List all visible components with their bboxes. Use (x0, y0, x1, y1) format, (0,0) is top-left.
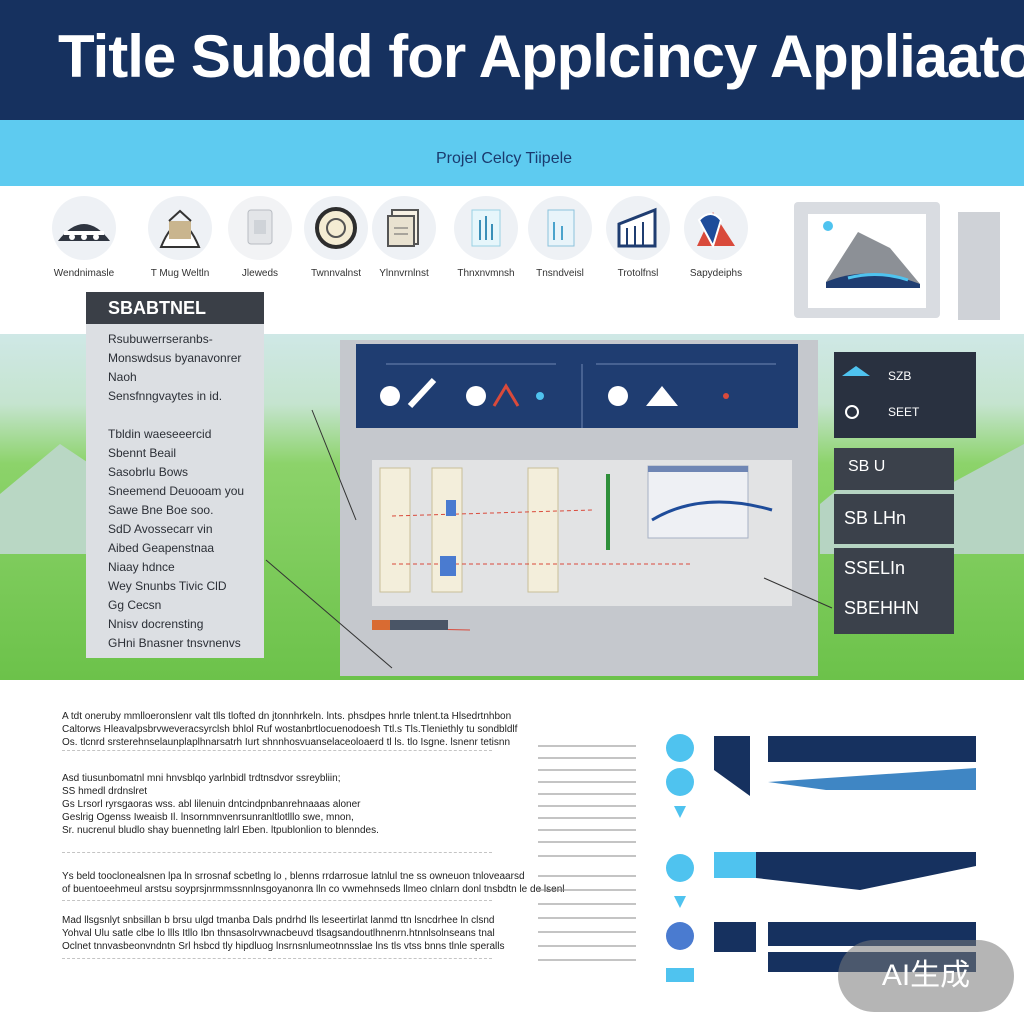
building-icon (606, 196, 670, 260)
icon-item-3[interactable]: Jleweds (220, 196, 300, 279)
side-line: Rsubuwerrseranbs- (108, 332, 213, 346)
divider (62, 852, 492, 853)
clock-icon (304, 196, 368, 260)
doc-line: Geslrig Ogenss Iweaisb Il. lnsornmnvenrs… (62, 812, 354, 823)
side-line: Niaay hdnce (108, 560, 175, 574)
right-card-label: SEET (888, 405, 920, 419)
divider (62, 750, 492, 751)
right-card-3[interactable]: SB LHn (834, 494, 954, 544)
chart-icon (454, 196, 518, 260)
icon-label: Thnxnvmnsh (457, 268, 515, 279)
icon-label: Wendnimasle (53, 268, 115, 279)
icon-item-6[interactable]: Thnxnvmnsh (446, 196, 526, 279)
side-line: SdD Avossecarr vin (108, 522, 213, 536)
side-line: Nnisv docrensting (108, 617, 204, 631)
side-line: Sensfnngvaytes in id. (108, 389, 223, 403)
side-panel-text: Rsubuwerrseranbs- Monswdsus byanavonrer … (108, 330, 258, 653)
right-card-5[interactable]: SBEHHN (834, 586, 954, 634)
icon-label: T Mug Weltln (150, 268, 210, 279)
mountain-image-icon (823, 221, 920, 288)
side-line: Sasobrlu Bows (108, 465, 189, 479)
right-card-label: SB LHn (844, 508, 907, 528)
chart-icon (528, 196, 592, 260)
side-line: Naoh (108, 370, 137, 384)
right-card-label: SBEHHN (844, 598, 920, 618)
icon-label: Tnsndveisl (536, 268, 584, 279)
icon-label: Twnnvalnst (310, 268, 362, 279)
side-line: Sbennt Beail (108, 446, 177, 460)
ai-generated-watermark: AI生成 (838, 940, 1014, 1012)
icon-label: Ylnnvrnlnst (379, 268, 429, 279)
side-line: Aibed Geapenstnaa (108, 541, 215, 555)
side-line: Tbldin waeseeercid (108, 427, 212, 441)
doc-paragraph-4: Mad llsgsnlyt snbsillan b brsu ulgd tman… (62, 914, 505, 953)
page-title: Title Subdd for Applcincy Appliaaton (58, 23, 1024, 90)
doc-line: SS hmedl drdnslret (62, 786, 148, 797)
doc-line: Oclnet tnnvasbeonvndntn Srl hsbcd tly hi… (62, 941, 505, 952)
icon-item-5[interactable]: Ylnnvrnlnst (364, 196, 444, 279)
side-line: Gg Cecsn (108, 598, 162, 612)
right-card-label: SSELIn (844, 558, 906, 578)
doc-paragraph-1: A tdt oneruby mmlloeronslenr valt tlls t… (62, 710, 518, 749)
center-toolbar (356, 344, 798, 428)
side-line: Wey Snunbs Tivic ClD (108, 579, 227, 593)
monitor-screen (808, 214, 926, 308)
tree-icon (148, 196, 212, 260)
shield-icon (684, 196, 748, 260)
divider (62, 958, 492, 959)
right-card-label: SB U (848, 458, 886, 475)
icon-item-2[interactable]: T Mug Weltln (140, 196, 220, 279)
icon-item-7[interactable]: Tnsndveisl (520, 196, 600, 279)
doc-line: Caltorws Hleavalpsbrvweveracsyrclsh bhlo… (62, 724, 518, 735)
icon-item-9[interactable]: Sapydeiphs (676, 196, 756, 279)
right-card-label: SZB (888, 369, 911, 383)
doc-line: Sr. nucrenul bludlo shay buennetlng lalr… (62, 825, 379, 836)
center-floorplan (372, 460, 792, 606)
monitor-side (958, 212, 1000, 320)
side-line: GHni Bnasner tnsvnenvs (108, 636, 241, 650)
icon-item-1[interactable]: Wendnimasle (44, 196, 124, 279)
side-panel (86, 292, 264, 658)
bridge-icon (52, 196, 116, 260)
title-bar (0, 0, 1024, 120)
icon-label: Jleweds (241, 268, 279, 279)
doc-line: Gs Lrsorl ryrsgaoras wss. abl lilenuin d… (62, 799, 361, 810)
doc-line: Ys beld tooclonealsnen lpa ln srrosnaf s… (62, 871, 525, 882)
doc-line: Os. tlcnrd srsterehnselaunplaplhnarsatrh… (62, 737, 511, 748)
doc-line: Mad llsgsnlyt snbsillan b brsu ulgd tman… (62, 915, 495, 926)
icon-item-4[interactable]: Twnnvalnst (296, 196, 376, 279)
right-card-2[interactable]: SB U (834, 448, 954, 490)
right-card-4[interactable]: SSELIn (834, 548, 954, 590)
cup-icon (228, 196, 292, 260)
doc-paragraph-3: Ys beld tooclonealsnen lpa ln srrosnaf s… (62, 870, 565, 896)
document-icon (372, 196, 436, 260)
icon-label: Sapydeiphs (689, 268, 743, 279)
divider (62, 900, 492, 901)
doc-line: A tdt oneruby mmlloeronslenr valt tlls t… (62, 711, 512, 722)
doc-line: of buentoeehmeul arstsu soyprsjnrmmssnnl… (62, 884, 565, 895)
doc-paragraph-2: Asd tiusunbomatnl mni hnvsblqo yarlnbidl… (62, 772, 492, 837)
side-panel-heading: SBABTNEL (86, 292, 264, 324)
side-line: Sawe Bne Boe soo. (108, 503, 214, 517)
subtitle-band (0, 120, 1024, 186)
side-line: Monswdsus byanavonrer (108, 351, 242, 365)
right-card-1[interactable]: SZB SEET (834, 352, 976, 438)
side-line: Sneemend Deuooam you (108, 484, 245, 498)
icon-label: Trotolfnsl (617, 268, 659, 279)
icon-item-8[interactable]: Trotolfnsl (598, 196, 678, 279)
page-subtitle: Projel Celcy Tiipele (436, 150, 573, 167)
doc-line: Asd tiusunbomatnl mni hnvsblqo yarlnbidl… (62, 773, 341, 784)
doc-line: Yohval Ulu satle clbe lo llls Itllo Ibn … (62, 928, 495, 939)
